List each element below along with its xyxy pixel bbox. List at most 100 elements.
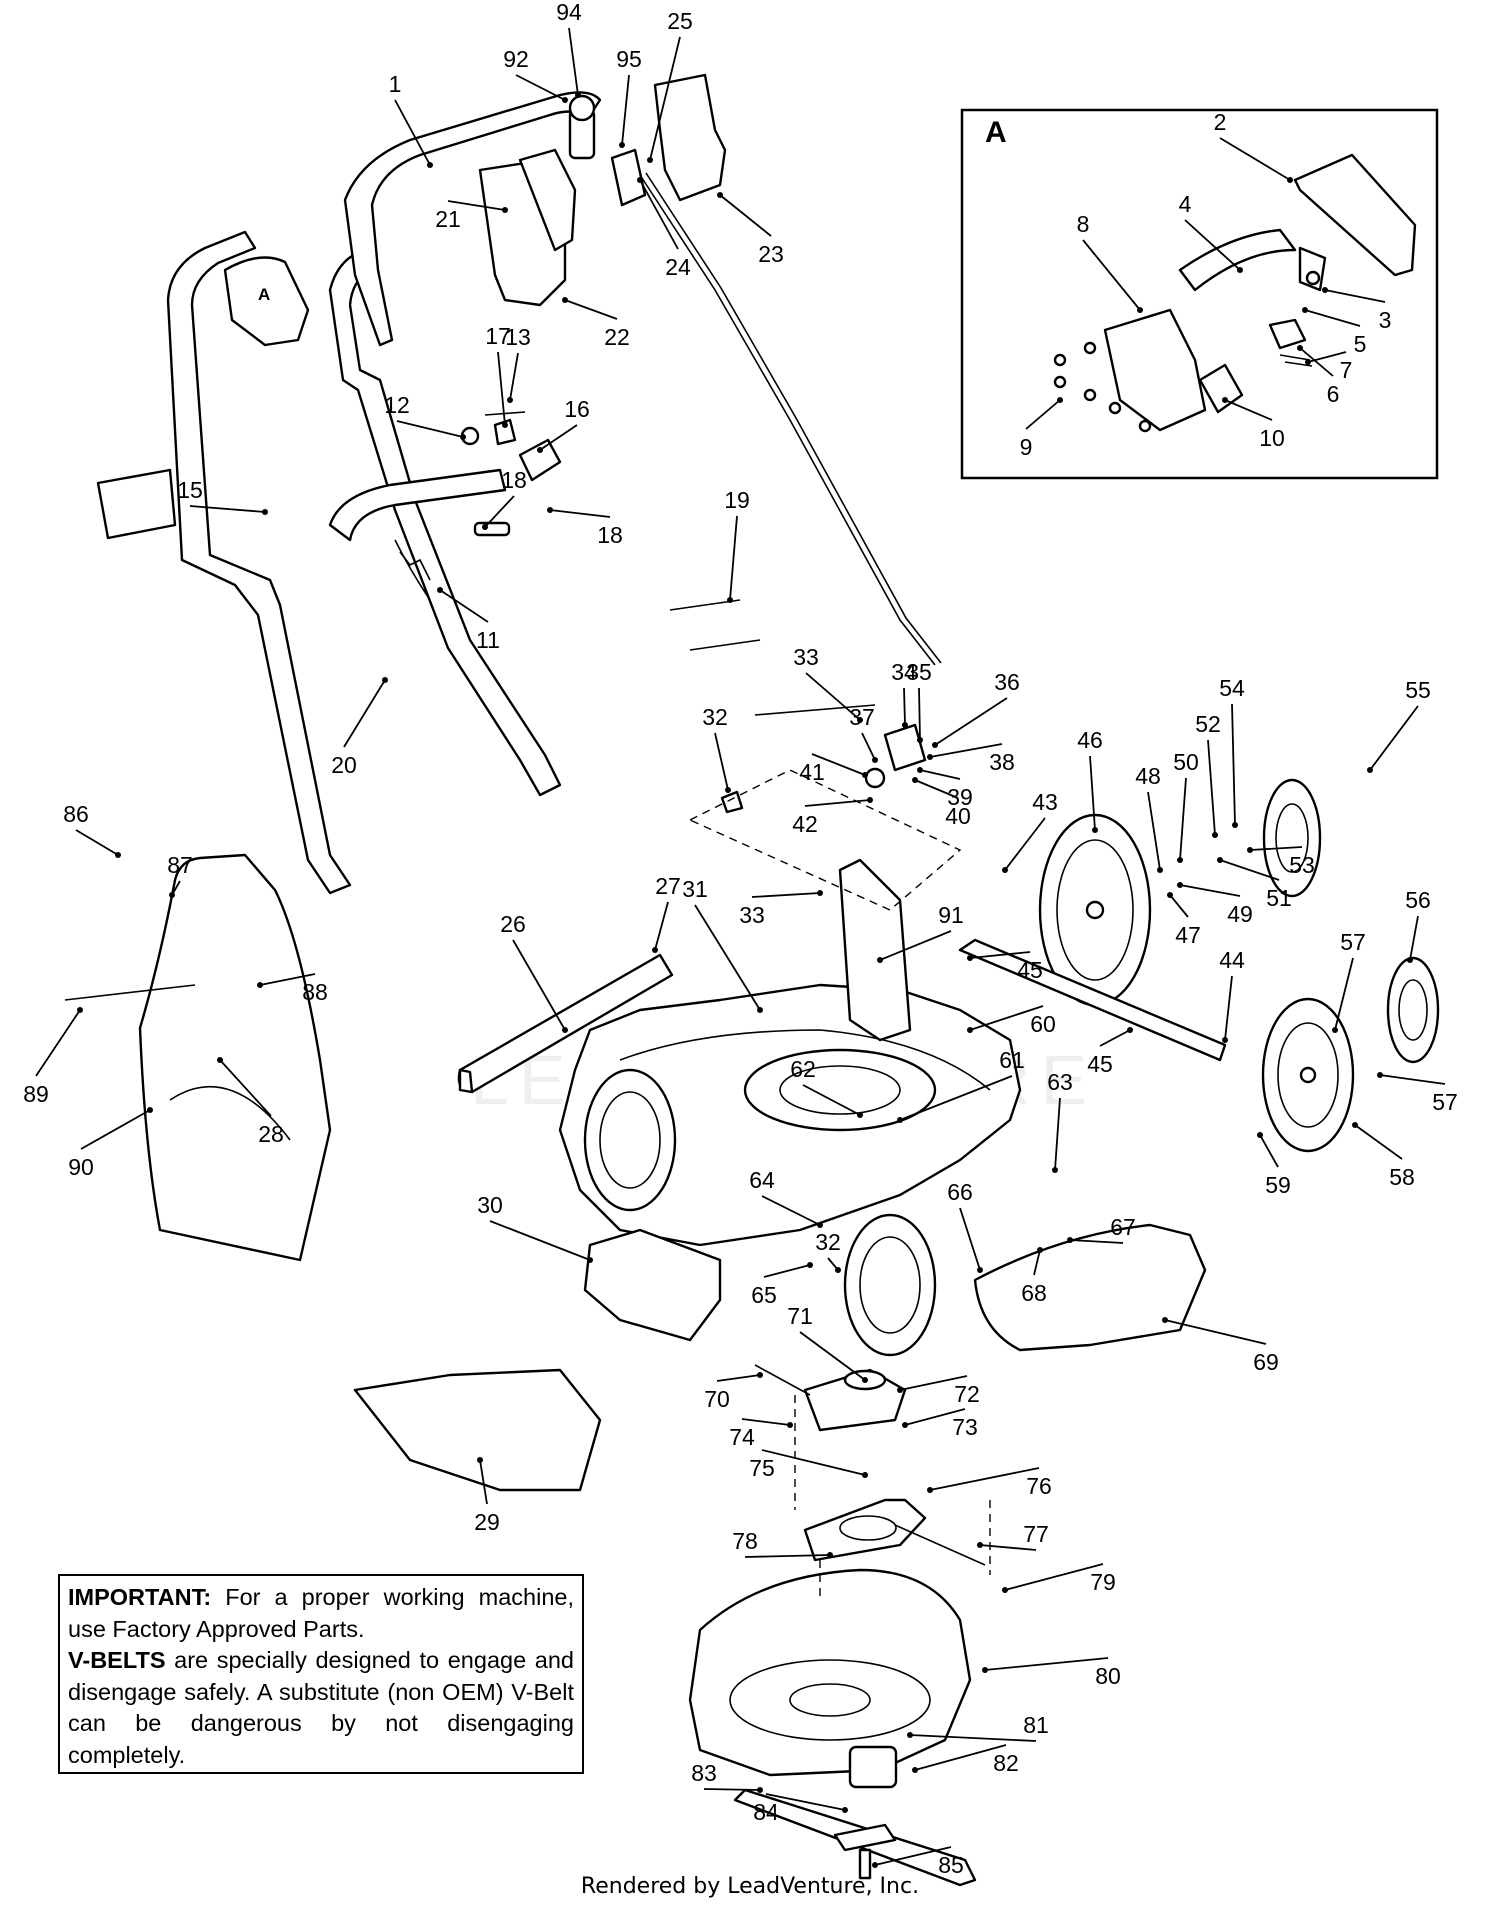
leader-line-50 [1179,777,1187,861]
callout-61: 61 [999,1047,1025,1073]
leader-lines [35,27,1446,1868]
leader-arrow-64 [817,1222,823,1228]
leader-line-31 [694,904,761,1011]
callout-45: 45 [1017,957,1043,983]
leader-arrow-45 [1127,1027,1133,1033]
callout-31: 31 [682,876,708,902]
leader-arrow-26 [562,1027,568,1033]
leader-arrow-72 [897,1387,903,1393]
callout-24: 24 [665,254,691,280]
important-label: IMPORTANT: [68,1584,212,1610]
leader-arrow-52 [1212,832,1218,838]
callout-91: 91 [938,902,964,928]
callout-57: 57 [1432,1089,1458,1115]
leader-arrow-12 [460,434,466,440]
leader-line-12 [396,420,464,438]
leader-line-61 [899,1075,1013,1121]
callout-19: 19 [724,487,750,513]
leader-line-46 [1089,755,1096,831]
leader-line-13 [509,352,519,401]
leader-arrow-35 [917,737,923,743]
leader-line-75 [761,1449,866,1476]
leader-line-53 [1249,846,1303,851]
leader-line-63 [1054,1097,1061,1171]
leader-line-21 [447,200,506,211]
leader-line-78 [744,1554,831,1558]
leader-arrow-37 [872,757,878,763]
leader-line-39 [919,769,961,780]
callout-42: 42 [792,811,818,837]
callout-86: 86 [63,801,89,827]
important-text: For a proper working machine, use Factor… [68,1584,574,1642]
leader-line-71 [799,1331,866,1381]
leader-arrow-27 [652,947,658,953]
callout-48: 48 [1135,763,1161,789]
leader-line-16 [539,424,578,451]
callout-53: 53 [1289,852,1315,878]
bracket-36 [883,723,927,772]
leader-line-44 [1224,975,1233,1041]
callout-45: 45 [1087,1051,1113,1077]
leader-line-67 [1069,1239,1124,1244]
leader-arrow-94 [575,92,581,98]
leader-line-56 [1409,915,1419,961]
callout-8: 8 [1077,211,1090,237]
leader-arrow-29 [477,1457,483,1463]
leader-line-33 [805,672,861,721]
leader-arrow-88 [257,982,263,988]
leader-line-86 [75,829,119,856]
leader-arrow-70 [757,1372,763,1378]
callout-37: 37 [849,704,875,730]
leader-arrow-79 [1002,1587,1008,1593]
leader-arrow-7 [1305,359,1311,365]
leader-line-54 [1231,703,1236,826]
leader-arrow-5 [1302,307,1308,313]
leader-arrow-69 [1162,1317,1168,1323]
leader-arrow-63 [1052,1167,1058,1173]
leader-line-45 [969,951,1031,959]
leader-line-1 [394,99,431,166]
callout-32: 32 [815,1229,841,1255]
callout-43: 43 [1032,789,1058,815]
leader-arrow-75 [862,1472,868,1478]
leader-line-90 [80,1109,151,1150]
callout-27: 27 [655,873,681,899]
leader-line-33 [751,892,821,898]
callout-85: 85 [938,1852,964,1878]
leader-arrow-42 [867,797,873,803]
leader-arrow-6 [1297,345,1303,351]
leader-arrow-49 [1177,882,1183,888]
leader-line-92 [515,74,566,101]
callout-55: 55 [1405,677,1431,703]
leader-line-91 [879,930,952,961]
leader-arrow-18 [482,524,488,530]
leader-arrow-66 [977,1267,983,1273]
leader-line-22 [564,299,618,320]
leader-line-32 [714,732,729,791]
leader-line-77 [979,1544,1037,1551]
leader-line-38 [929,743,1003,758]
leader-arrow-41 [862,772,868,778]
callout-16: 16 [564,396,590,422]
callout-20: 20 [331,752,357,778]
mulch-plug [583,1228,722,1342]
discharge-chute [353,1368,602,1492]
leader-line-58 [1354,1124,1403,1160]
leader-arrow-86 [115,852,121,858]
callout-34: 34 [891,659,917,685]
leader-line-62 [802,1084,861,1116]
leader-arrow-45 [967,955,973,961]
callout-51: 51 [1266,885,1292,911]
callout-57: 57 [1340,929,1366,955]
cable-35 [754,704,876,716]
leader-arrow-47 [1167,892,1173,898]
inset-frame [960,108,1439,480]
handle-decal-label: A [258,285,270,304]
leader-line-18 [484,495,515,528]
leader-line-18 [549,509,611,518]
leader-arrow-19 [727,597,733,603]
callout-80: 80 [1095,1663,1121,1689]
vbelts-text: are specially designed to engage and dis… [68,1647,574,1768]
